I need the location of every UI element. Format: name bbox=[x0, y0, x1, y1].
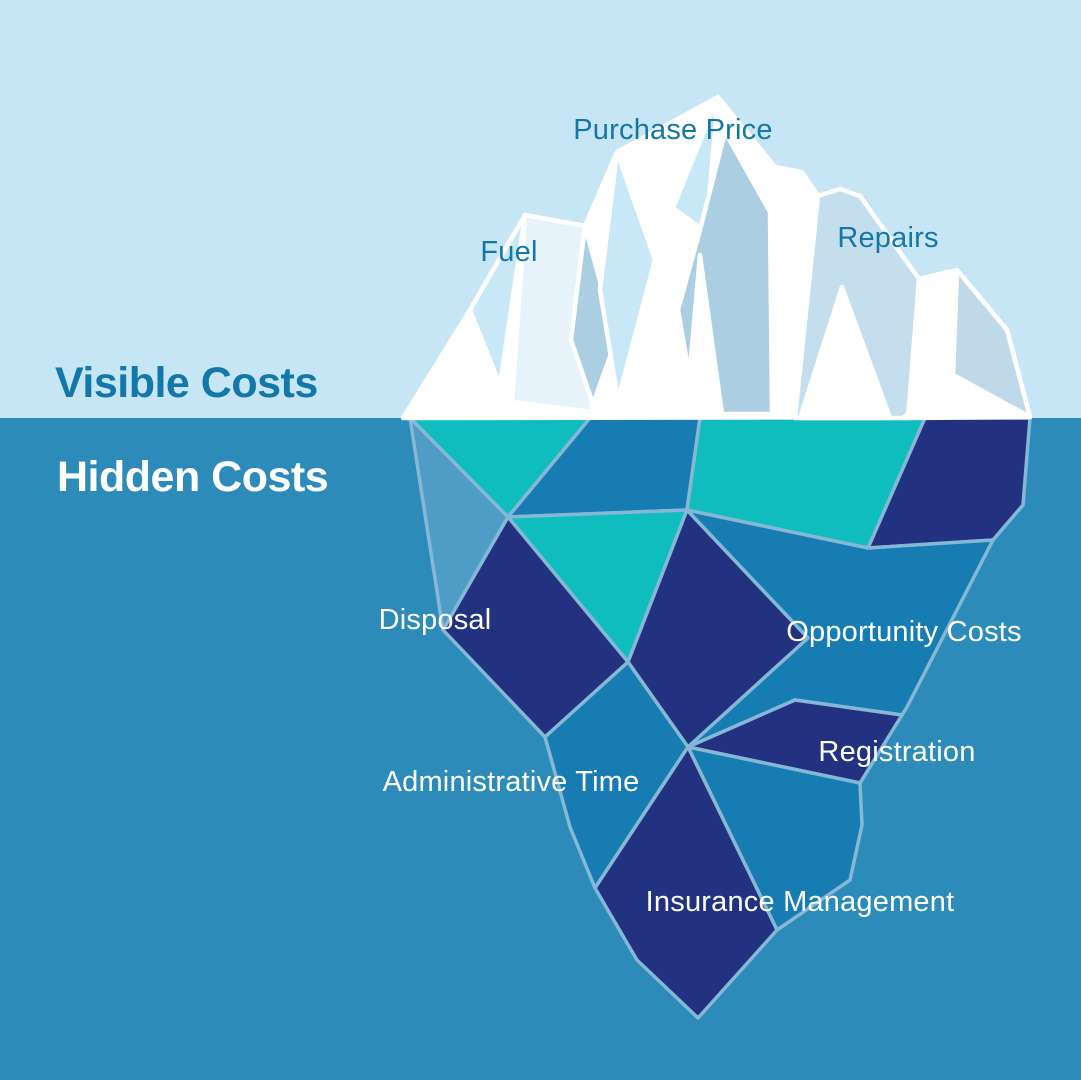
facet-navy-insurance bbox=[593, 745, 779, 1020]
insurance-management-label: Insurance Management bbox=[646, 886, 955, 918]
opportunity-costs-label: Opportunity Costs bbox=[786, 616, 1022, 648]
purchase-price-label: Purchase Price bbox=[573, 114, 772, 146]
hidden-costs-title: Hidden Costs bbox=[57, 453, 328, 501]
disposal-label: Disposal bbox=[379, 604, 492, 636]
facet-light-sliver bbox=[597, 149, 658, 403]
facet-white-notch-center bbox=[683, 252, 725, 417]
registration-label: Registration bbox=[818, 736, 975, 768]
repairs-label: Repairs bbox=[837, 222, 938, 254]
fuel-label: Fuel bbox=[480, 236, 537, 268]
facet-pale-left bbox=[509, 212, 595, 415]
administrative-time-label: Administrative Time bbox=[383, 766, 640, 798]
facet-light-notch bbox=[467, 212, 528, 388]
iceberg-below-water bbox=[408, 416, 1032, 1020]
iceberg-above-water bbox=[400, 94, 1033, 421]
facet-blue-administrative bbox=[543, 660, 690, 890]
facet-white-notch-dome bbox=[797, 284, 893, 421]
labels: Visible Costs Hidden Costs Purchase Pric… bbox=[55, 114, 1022, 918]
visible-costs-title: Visible Costs bbox=[55, 359, 318, 407]
facet-white-right bbox=[900, 372, 1033, 421]
